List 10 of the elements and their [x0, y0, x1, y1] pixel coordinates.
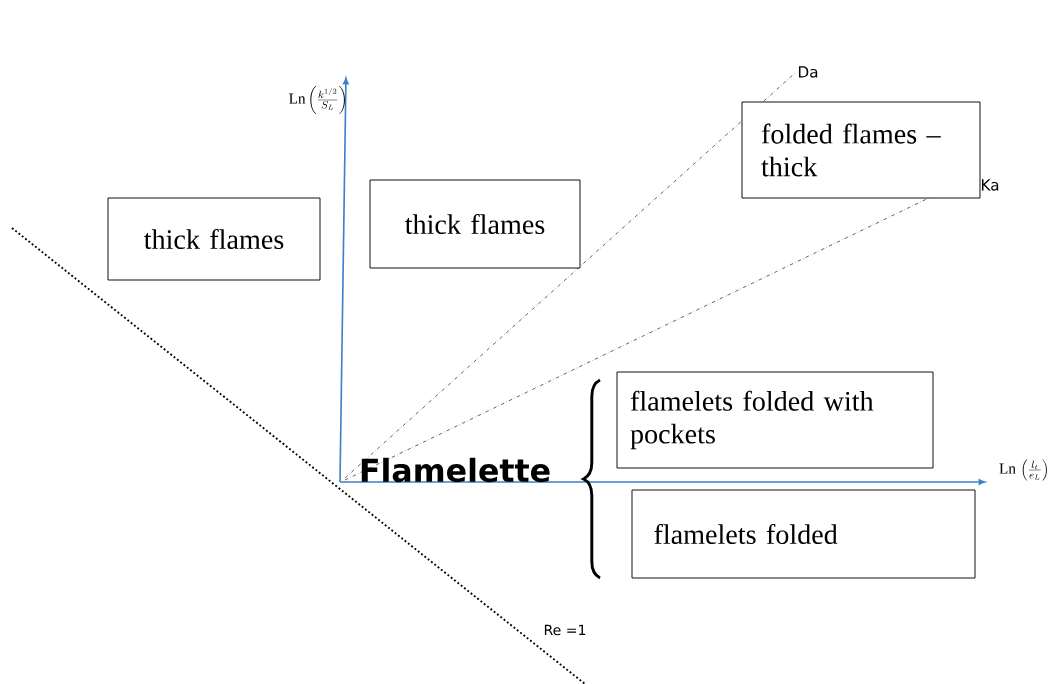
region-label: Flamelette	[361, 457, 550, 483]
line-label: Re =1	[544, 624, 586, 636]
axis-label: $\mathrm{Ln}\left(\frac{k^{1/2}}{S_L}\right)$	[289, 85, 345, 115]
axis-label: $\mathrm{Ln}\,\left(\frac{l_t}{e_L}\right)$	[999, 459, 1047, 481]
text-box: flamelets folded	[631, 489, 976, 579]
text-box: folded flames – thick	[741, 101, 981, 199]
text-box: flamelets folded with pockets	[616, 371, 934, 469]
text-box: thick flames	[369, 179, 581, 269]
text-box: thick flames	[107, 197, 321, 281]
line-label: Da	[798, 66, 818, 78]
